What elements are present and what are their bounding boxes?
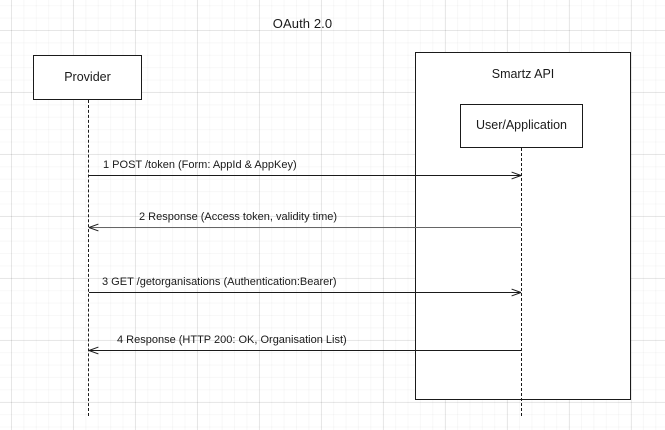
message-line-1 bbox=[89, 175, 521, 176]
participant-box-provider[interactable]: Provider bbox=[33, 55, 142, 100]
message-line-3 bbox=[89, 292, 521, 293]
message-label-4: 4 Response (HTTP 200: OK, Organisation L… bbox=[117, 334, 347, 346]
message-label-2: 2 Response (Access token, validity time) bbox=[139, 211, 338, 223]
message-line-4 bbox=[89, 350, 521, 351]
lifeline-provider bbox=[88, 100, 89, 416]
message-label-1: 1 POST /token (Form: AppId & AppKey) bbox=[103, 159, 297, 171]
participant-label-provider: Provider bbox=[64, 70, 111, 84]
page-title: OAuth 2.0 bbox=[272, 16, 333, 31]
message-label-3: 3 GET /getorganisations (Authentication:… bbox=[102, 276, 337, 288]
message-line-2 bbox=[89, 227, 521, 228]
participant-box-user-application[interactable]: User/Application bbox=[460, 104, 583, 148]
lifeline-user-application bbox=[521, 148, 522, 416]
participant-label-user-application: User/Application bbox=[475, 118, 567, 132]
participant-label-smartz-api: Smartz API bbox=[491, 67, 555, 81]
